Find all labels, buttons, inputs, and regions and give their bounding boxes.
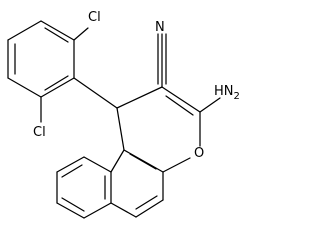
bond xyxy=(135,195,158,210)
bond xyxy=(73,77,118,109)
bond xyxy=(7,20,42,41)
bond xyxy=(40,20,75,41)
bond xyxy=(161,86,201,113)
chlorine-label-bottom: Cl xyxy=(33,125,46,140)
bond xyxy=(123,149,164,173)
naphthalene-system xyxy=(56,149,164,219)
bond xyxy=(40,77,75,98)
structure-drawing: Cl Cl N HN2 O xyxy=(7,10,240,219)
bond xyxy=(61,164,83,178)
bond xyxy=(110,202,137,218)
amino-group-label: HN2 xyxy=(214,84,240,102)
bond xyxy=(56,156,85,173)
amine-n-label: N xyxy=(224,84,234,99)
chlorine-label-top: Cl xyxy=(88,10,101,25)
bond xyxy=(165,95,194,116)
bond xyxy=(61,197,85,212)
bond xyxy=(129,153,157,170)
bond xyxy=(83,202,112,219)
bond xyxy=(199,97,221,113)
amine-h-label: H xyxy=(214,84,224,99)
amine-subscript-label: 2 xyxy=(234,91,240,102)
bond xyxy=(110,149,125,173)
bond xyxy=(44,75,69,91)
bond xyxy=(135,199,164,218)
bond xyxy=(83,156,112,173)
bond xyxy=(162,157,191,173)
ring-oxygen-label: O xyxy=(194,146,204,161)
bond xyxy=(44,27,69,43)
bond xyxy=(56,202,85,219)
bond xyxy=(73,27,89,41)
bond xyxy=(116,86,163,109)
molecule-canvas: Cl Cl N HN2 O xyxy=(7,10,240,219)
bond xyxy=(116,107,125,151)
bond xyxy=(7,77,42,98)
dichlorophenyl-ring xyxy=(7,20,75,98)
nitrile-nitrogen-label: N xyxy=(155,20,165,35)
pyran-ring xyxy=(116,86,201,173)
